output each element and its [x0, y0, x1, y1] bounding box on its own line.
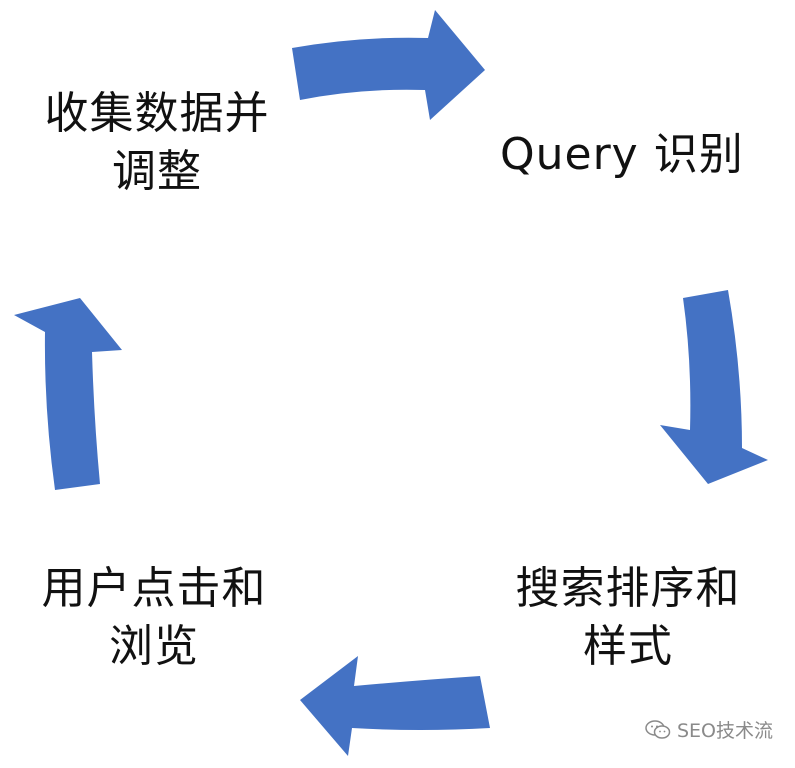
node-query-line-1: Query 识别: [500, 129, 744, 180]
arrow-left-bottom: [300, 656, 490, 756]
wechat-icon: [645, 719, 671, 739]
node-collect-line-1: 收集数据并: [44, 88, 270, 139]
arrow-up-left: [14, 298, 122, 490]
node-click-line-2: 浏览: [109, 621, 199, 672]
arrow-down-right: [660, 290, 768, 484]
node-rank-line-1: 搜索排序和: [515, 563, 741, 614]
node-search-ranking: 搜索排序和 样式: [498, 560, 758, 676]
node-collect-line-2: 调整: [112, 146, 202, 197]
node-collect-data: 收集数据并 调整: [27, 85, 287, 201]
node-query: Query 识别: [500, 126, 744, 184]
node-user-click: 用户点击和 浏览: [24, 560, 284, 676]
watermark: SEO技术流: [645, 716, 773, 743]
node-click-line-1: 用户点击和: [41, 563, 267, 614]
watermark-text: SEO技术流: [676, 720, 773, 742]
node-rank-line-2: 样式: [583, 621, 673, 672]
arrow-right-top: [292, 10, 485, 120]
